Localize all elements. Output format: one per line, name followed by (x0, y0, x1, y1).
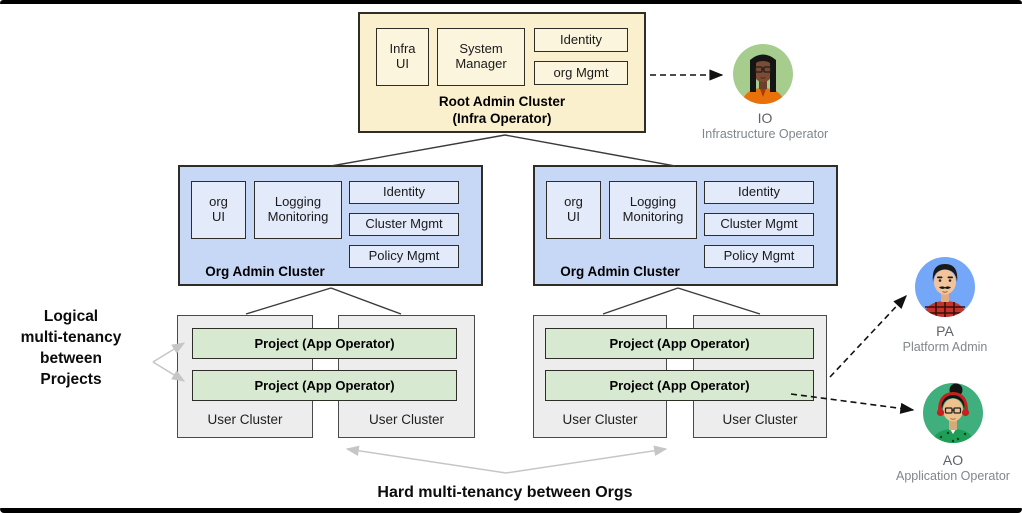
user-cluster-label: User Cluster (207, 412, 283, 427)
org-cluster-title: Org Admin Cluster (205, 264, 325, 279)
io-avatar-icon (733, 44, 793, 104)
component-logging-monitoring: Logging Monitoring (609, 181, 697, 239)
root-cluster-title-line1: Root Admin Cluster (438, 94, 566, 109)
project-bar: Project (App Operator) (192, 370, 457, 401)
arrow-orgs-left (345, 445, 507, 474)
user-cluster-label: User Cluster (562, 412, 638, 427)
ao-name-label: Application Operator (896, 469, 1010, 483)
pa-name-label: Platform Admin (902, 340, 988, 354)
io-abbr-label: IO (757, 110, 773, 126)
component-infra-ui: Infra UI (376, 28, 429, 86)
component-org-mgmt: org Mgmt (534, 61, 628, 85)
component-cluster-mgmt: Cluster Mgmt (349, 213, 459, 236)
component-org-ui: org UI (191, 181, 246, 239)
component-policy-mgmt: Policy Mgmt (704, 245, 814, 268)
component-identity: Identity (349, 181, 459, 204)
bottom-frame-edge (0, 508, 1022, 513)
root-cluster-title: Root Admin Cluster (Infra Operator) (360, 93, 644, 127)
arrow-orgs-right (505, 445, 668, 474)
top-frame-edge (0, 0, 1022, 4)
component-policy-mgmt: Policy Mgmt (349, 245, 459, 268)
root-admin-cluster: Infra UI System Manager Identity org Mgm… (358, 12, 646, 133)
user-cluster-label: User Cluster (368, 412, 444, 427)
root-cluster-title-line2: (Infra Operator) (452, 111, 552, 126)
component-logging-monitoring: Logging Monitoring (254, 181, 342, 239)
org-admin-cluster-left: org UI Logging Monitoring Identity Clust… (178, 165, 483, 286)
component-identity: Identity (534, 28, 628, 52)
ao-avatar-icon (923, 383, 983, 443)
component-system-manager: System Manager (437, 28, 525, 86)
org-cluster-title: Org Admin Cluster (560, 264, 680, 279)
project-bar: Project (App Operator) (545, 328, 814, 359)
logical-multitenancy-label: Logical multi-tenancy between Projects (20, 308, 122, 388)
pa-avatar-icon (915, 257, 975, 317)
component-cluster-mgmt: Cluster Mgmt (704, 213, 814, 236)
ao-abbr-label: AO (942, 452, 964, 468)
project-bar: Project (App Operator) (192, 328, 457, 359)
component-identity: Identity (704, 181, 814, 204)
component-org-ui: org UI (546, 181, 601, 239)
pa-abbr-label: PA (936, 323, 954, 339)
user-cluster-label: User Cluster (722, 412, 798, 427)
hard-multitenancy-label: Hard multi-tenancy between Orgs (377, 484, 633, 501)
io-name-label: Infrastructure Operator (701, 127, 829, 141)
project-bar: Project (App Operator) (545, 370, 814, 401)
org-admin-cluster-right: org UI Logging Monitoring Identity Clust… (533, 165, 838, 286)
